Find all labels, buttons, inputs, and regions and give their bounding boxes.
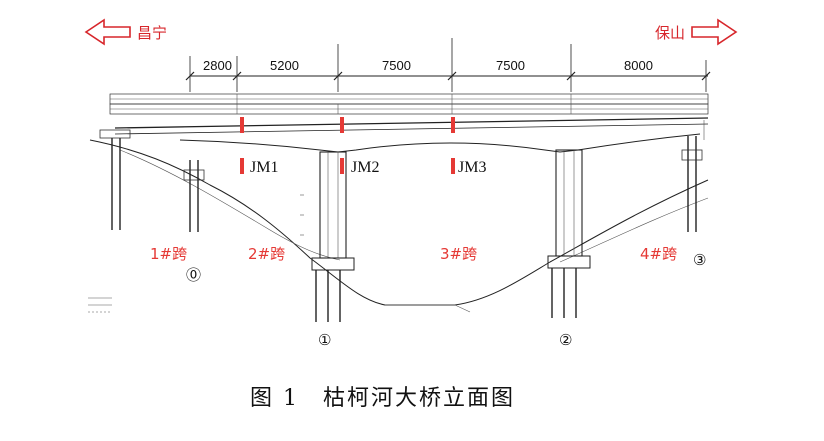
pier-2 <box>547 149 591 318</box>
segment-marker <box>451 158 455 174</box>
segment-marker <box>240 117 244 133</box>
segment-label: JM1 <box>250 159 278 176</box>
span-label: 4#跨 <box>640 245 677 263</box>
dimension-line <box>185 38 711 92</box>
dimension-label: 7500 <box>382 58 411 73</box>
dimension-label: 2800 <box>203 58 232 73</box>
left-direction-label: 昌宁 <box>137 24 167 42</box>
pier-label: ① <box>318 331 331 349</box>
terrain-profile <box>89 139 709 313</box>
abutment-left <box>99 129 205 232</box>
pier-label: ③ <box>693 251 706 269</box>
segment-marker <box>451 117 455 133</box>
dimension-label: 7500 <box>496 58 525 73</box>
right-direction-arrow <box>691 18 738 46</box>
span-label: 3#跨 <box>440 245 477 263</box>
box-girder <box>114 117 709 153</box>
segment-markers <box>240 117 455 174</box>
abutment-right <box>681 120 705 232</box>
pier-label: ⓪ <box>186 266 201 284</box>
figure-caption: 图 1 枯柯河大桥立面图 <box>250 386 515 411</box>
pier-1 <box>300 151 355 322</box>
span-label: 2#跨 <box>248 245 285 263</box>
legend-marks <box>88 297 112 313</box>
segment-marker <box>340 117 344 133</box>
dimension-label: 5200 <box>270 58 299 73</box>
segment-label: JM2 <box>351 159 379 176</box>
deck-bands <box>109 93 709 115</box>
pier-label: ② <box>559 331 572 349</box>
span-label: 1#跨 <box>150 245 187 263</box>
left-direction-arrow <box>84 18 131 46</box>
segment-label: JM3 <box>458 159 486 176</box>
right-direction-label: 保山 <box>655 24 685 42</box>
segment-marker <box>240 158 244 174</box>
dimension-label: 8000 <box>624 58 653 73</box>
segment-marker <box>340 158 344 174</box>
